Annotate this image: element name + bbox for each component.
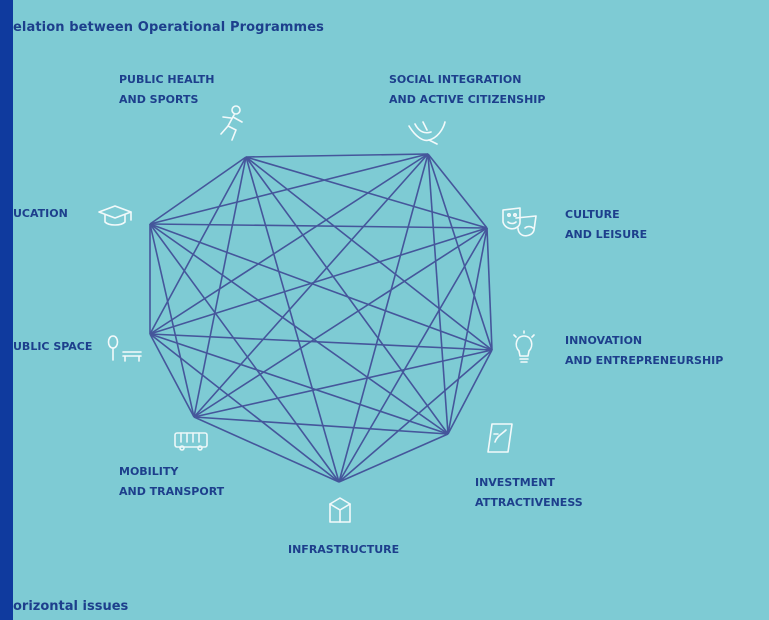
- link-public-health-investment: [245, 156, 449, 435]
- link-culture-innovation: [486, 227, 493, 351]
- link-culture-mobility: [193, 227, 488, 418]
- link-investment-infrastructure: [338, 433, 449, 483]
- lightbulb-icon: [513, 330, 535, 363]
- page-title: elation between Operational Programmes: [13, 20, 324, 35]
- link-infrastructure-public-space: [149, 333, 340, 483]
- link-social-integration-culture: [427, 153, 488, 229]
- link-culture-public-space: [149, 227, 488, 335]
- link-innovation-investment: [447, 349, 493, 435]
- label-public-space: UBLIC SPACE: [13, 340, 93, 353]
- link-social-integration-education: [149, 153, 429, 225]
- theatre-masks-icon: [502, 207, 537, 237]
- graduation-cap-icon: [98, 205, 132, 226]
- left-accent-bar: [0, 0, 13, 620]
- link-mobility-education: [149, 223, 195, 418]
- link-innovation-public-space: [149, 333, 493, 351]
- link-innovation-mobility: [193, 349, 493, 418]
- bus-icon: [174, 432, 208, 451]
- link-culture-investment: [447, 227, 488, 435]
- link-public-health-infrastructure: [245, 156, 340, 483]
- label-infrastructure: INFRASTRUCTURE: [288, 543, 400, 556]
- label-education: UCATION: [13, 207, 68, 220]
- link-investment-education: [149, 223, 449, 435]
- link-mobility-public-space: [149, 333, 195, 418]
- link-public-health-public-space: [149, 156, 247, 335]
- link-innovation-infrastructure: [338, 349, 493, 483]
- link-culture-education: [149, 223, 488, 229]
- link-investment-mobility: [193, 416, 449, 435]
- hands-icon: [408, 121, 446, 145]
- building-icon: [329, 497, 351, 523]
- bench-icon: [107, 335, 142, 362]
- link-investment-public-space: [149, 333, 449, 435]
- link-social-integration-mobility: [193, 153, 429, 418]
- link-public-health-mobility: [193, 156, 247, 418]
- link-public-health-innovation: [245, 156, 493, 351]
- link-public-health-social-integration: [245, 153, 429, 158]
- link-culture-infrastructure: [338, 227, 488, 483]
- link-innovation-education: [149, 223, 493, 351]
- runner-icon: [220, 105, 243, 141]
- link-public-health-culture: [245, 156, 488, 229]
- link-public-health-education: [149, 156, 247, 225]
- link-social-integration-public-space: [149, 153, 429, 335]
- link-social-integration-investment: [427, 153, 449, 435]
- link-infrastructure-education: [149, 223, 340, 483]
- investment-icon: [487, 423, 513, 453]
- horizontal-issues-heading: orizontal issues: [13, 599, 129, 614]
- link-infrastructure-mobility: [193, 416, 340, 483]
- link-social-integration-innovation: [427, 153, 493, 351]
